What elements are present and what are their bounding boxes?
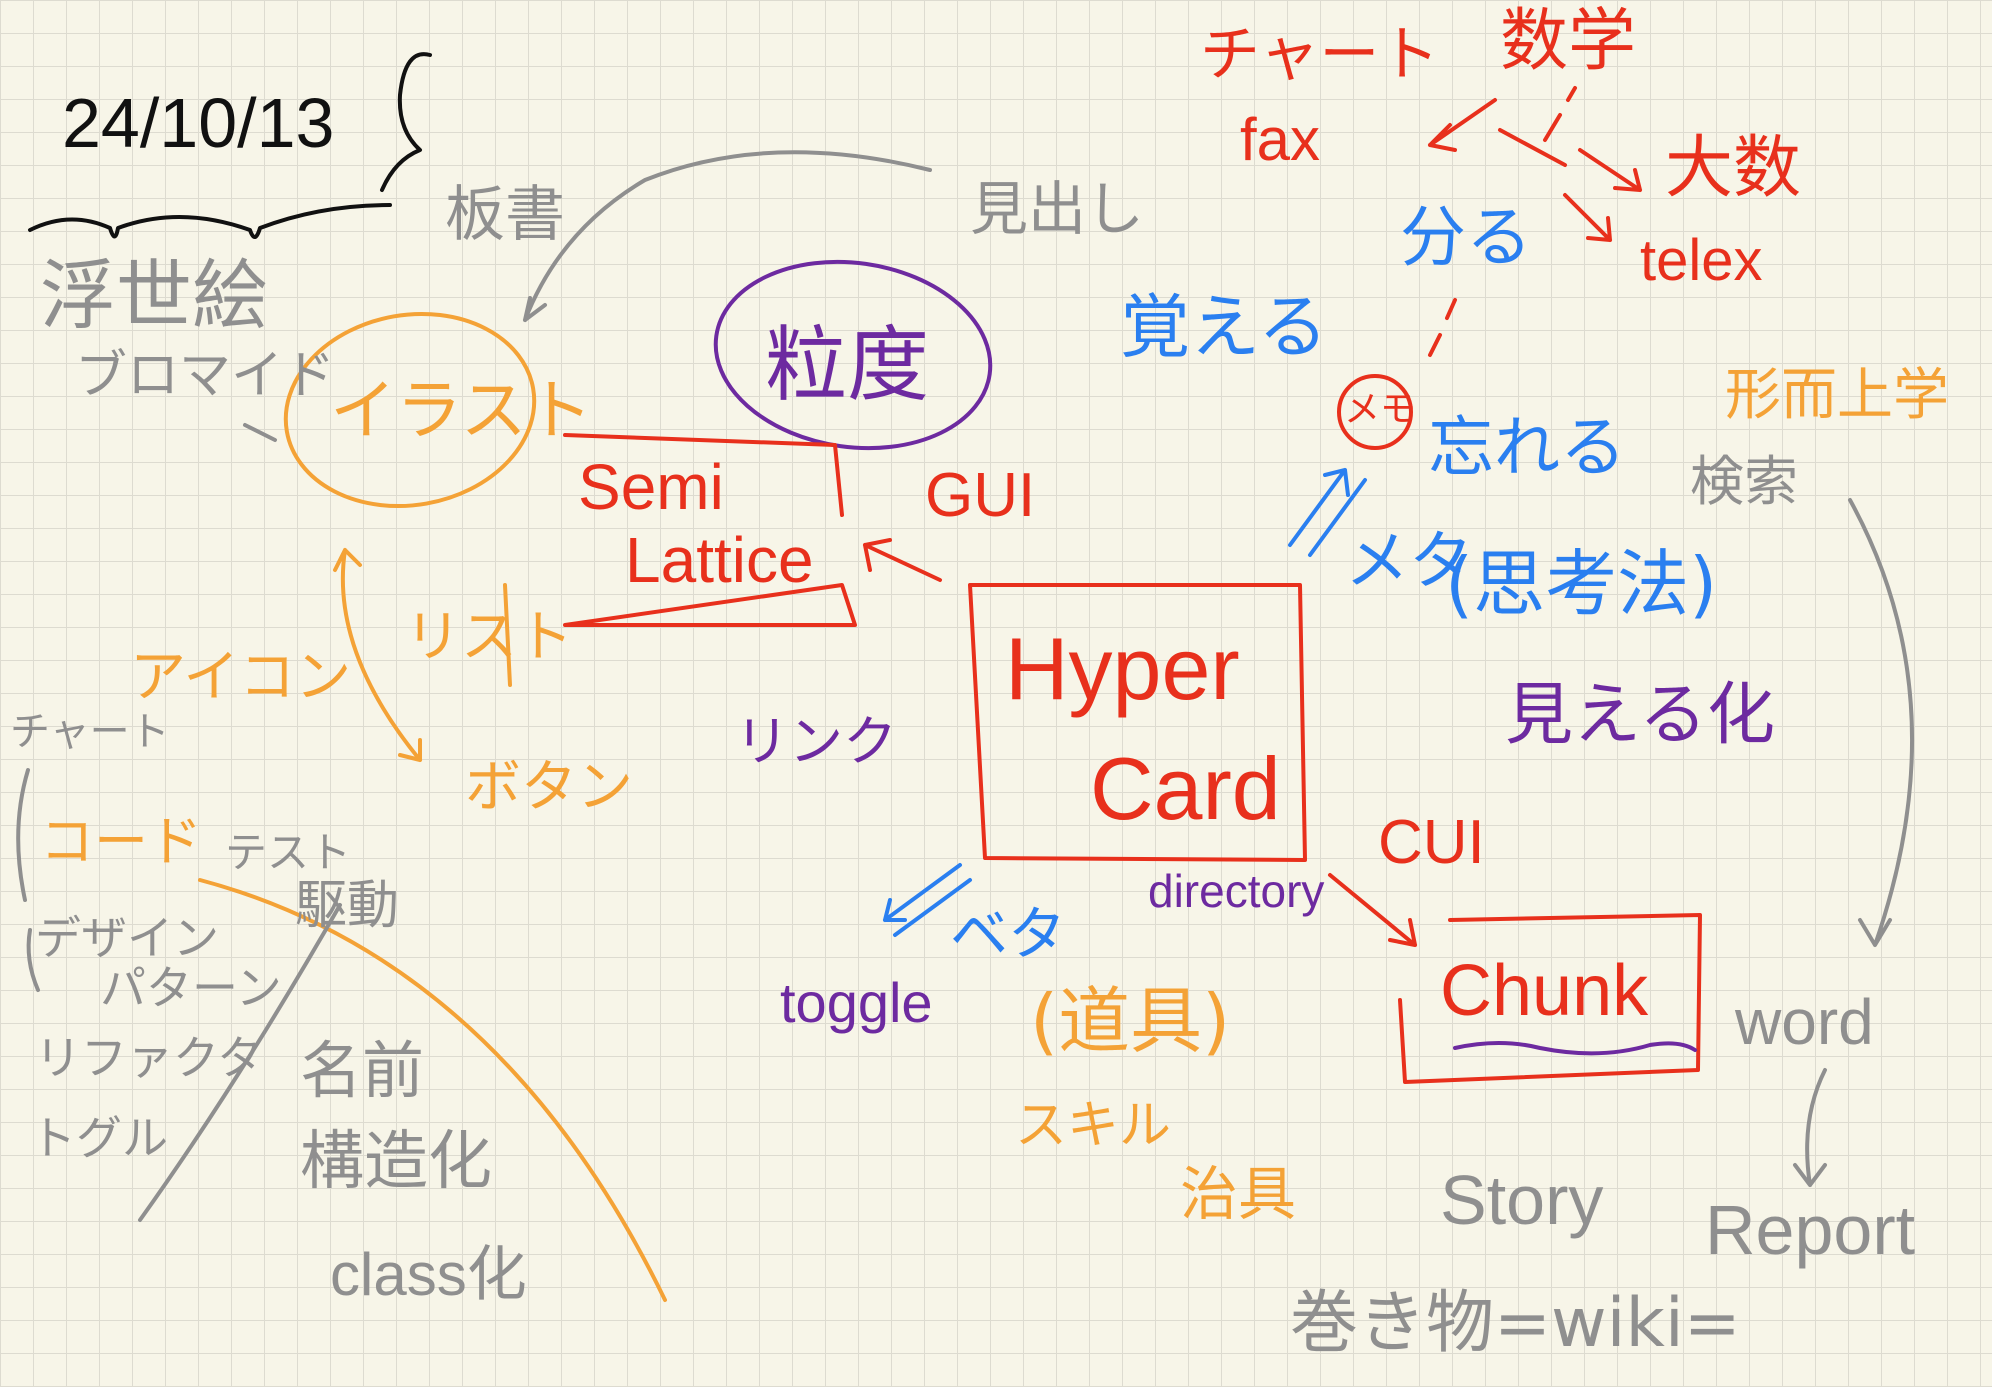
fax-math-arrow-2 bbox=[1498, 128, 1567, 167]
icon-label: アイコン bbox=[130, 645, 352, 710]
lattice-label: Lattice bbox=[625, 524, 814, 596]
bromide-tick bbox=[243, 423, 277, 442]
list-tick bbox=[503, 583, 512, 687]
date-brace-right bbox=[380, 52, 432, 192]
wakaru-label: 分る bbox=[1400, 199, 1532, 276]
button-label: ボタン bbox=[465, 755, 633, 820]
fax-label: fax bbox=[1240, 106, 1321, 173]
fax-math-arrow bbox=[1428, 98, 1497, 152]
telex-label: telex bbox=[1640, 228, 1763, 293]
namae-label: 名前 bbox=[300, 1034, 425, 1107]
refactor-label: リファクタ bbox=[35, 1031, 264, 1085]
dotted-math bbox=[1543, 86, 1577, 142]
mieruka-label: 見える化 bbox=[1505, 676, 1775, 755]
bromide-label: ブロマイド bbox=[75, 346, 336, 406]
test-label: テスト bbox=[225, 828, 352, 877]
ryuudo-label: 粒度 bbox=[765, 318, 930, 413]
cui-label: CUI bbox=[1378, 808, 1485, 877]
jigu-label: 治具 bbox=[1180, 1160, 1297, 1228]
code-label: コード bbox=[40, 810, 202, 873]
hypercard-card: Card bbox=[1090, 739, 1281, 838]
toggle-label: toggle bbox=[780, 971, 933, 1034]
gui-arrow bbox=[863, 538, 942, 582]
chunk-underline bbox=[1453, 1041, 1697, 1056]
illust-label: イラスト bbox=[330, 372, 593, 449]
list-label: リスト bbox=[405, 605, 573, 670]
ryuudo-circle bbox=[713, 259, 993, 451]
kouzouka-label: 構造化 bbox=[300, 1125, 492, 1199]
semi-lattice-box bbox=[563, 433, 857, 627]
memo-circle bbox=[1337, 374, 1413, 450]
illust-button-arrow bbox=[333, 548, 422, 762]
semi-label: Semi bbox=[578, 451, 724, 523]
kudou-label: 駆動 bbox=[295, 876, 400, 936]
beta-label: ベタ bbox=[950, 900, 1067, 968]
link-label: リンク bbox=[735, 710, 897, 773]
ukiyoe-label: 浮世絵 bbox=[40, 251, 268, 340]
chunk-box bbox=[1398, 913, 1702, 1084]
gray-brace-left-2 bbox=[26, 928, 40, 992]
chart-label: チャート bbox=[1200, 20, 1440, 90]
memo-label: メモ bbox=[1344, 389, 1417, 430]
hypercard-hyper: Hyper bbox=[1005, 619, 1240, 718]
keijijougaku-label: 形而上学 bbox=[1725, 363, 1949, 428]
math-label: 数学 bbox=[1500, 2, 1637, 81]
gui-label: GUI bbox=[925, 461, 1036, 530]
report-label: Report bbox=[1705, 1191, 1916, 1269]
gray-diagonal bbox=[138, 903, 342, 1222]
midashi-arrow bbox=[523, 150, 932, 322]
meta-arrow bbox=[1288, 468, 1367, 557]
cui-arrow bbox=[1328, 873, 1417, 947]
classka-label: class化 bbox=[330, 1241, 527, 1308]
math-telex-arrow bbox=[1563, 193, 1612, 242]
word-label: word bbox=[1735, 986, 1874, 1058]
pattern-label: パターン bbox=[100, 961, 282, 1015]
directory-label: directory bbox=[1148, 865, 1325, 917]
math-algebra-arrow bbox=[1578, 148, 1642, 192]
midashi-label: 見出し bbox=[970, 175, 1145, 243]
date-label: 24/10/13 bbox=[62, 84, 335, 162]
skill-label: スキル bbox=[1015, 1096, 1172, 1156]
makimono-label: 巻き物=wiki= bbox=[1290, 1284, 1741, 1363]
word-report-arrow bbox=[1793, 1068, 1827, 1187]
orange-diagonal bbox=[198, 878, 667, 1302]
meta-label: メタ bbox=[1345, 525, 1473, 599]
design-label: デザイン bbox=[35, 911, 219, 965]
gray-toggle-label: トグル bbox=[30, 1111, 168, 1165]
illust-circle bbox=[283, 311, 537, 509]
kensaku-arrow bbox=[1848, 498, 1914, 947]
oboeru-label: 覚える bbox=[1120, 286, 1328, 368]
chunk-label: Chunk bbox=[1440, 951, 1649, 1031]
bansho-label: 板書 bbox=[445, 180, 565, 250]
hypercard-box bbox=[968, 583, 1307, 862]
dotted-memo-wakaru bbox=[1428, 298, 1457, 357]
algebra-label: 大数 bbox=[1665, 129, 1802, 208]
beta-arrow bbox=[883, 863, 972, 937]
date-brace bbox=[28, 203, 392, 239]
gray-brace-left bbox=[16, 768, 30, 902]
dougu-label: (道具) bbox=[1030, 979, 1231, 1063]
kensaku-label: 検索 bbox=[1690, 450, 1798, 513]
story-label: Story bbox=[1440, 1161, 1604, 1239]
gray-chart-label: チャート bbox=[10, 709, 170, 755]
shikouhou-label: (思考法) bbox=[1445, 542, 1718, 626]
wasureru-label: 忘れる bbox=[1428, 409, 1626, 486]
